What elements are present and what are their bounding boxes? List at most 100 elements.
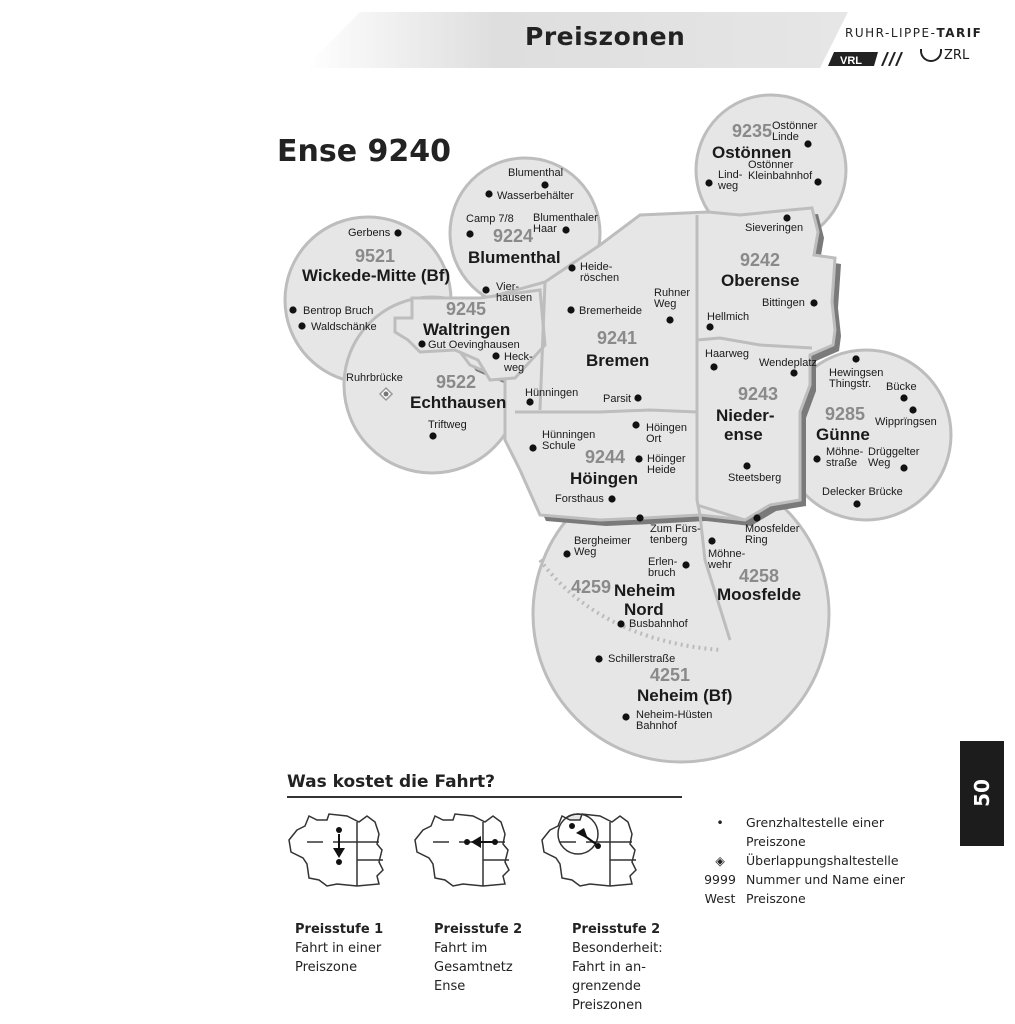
price-level-2-special: Preisstufe 2 Besonderheit: Fahrt in an- … [572,920,702,1015]
stop-dot [853,500,861,508]
stop-label: Ostönner [748,159,794,171]
stop-label: Drüggelter [868,446,920,458]
stop-dot [682,561,690,569]
brand-bold: TARIF [936,26,983,40]
stop-dot [900,394,908,402]
header-band [305,12,848,68]
zone-number: 9235 [732,121,772,141]
brand-ruhr-lippe-tarif: RUHR-LIPPE-TARIF [845,26,982,40]
stop-dot [541,181,549,189]
stop-label: tenberg [650,534,687,546]
border-oberense-west [695,215,702,516]
border-oberense-south [696,336,813,350]
stop-label: Haarweg [705,348,749,360]
stop: Delecker Brücke [822,486,903,508]
stop-label: Höingen [646,422,687,434]
overlap-stop-icon: ◈ [715,853,725,868]
stop-label: Möhne- [826,446,864,458]
stop: Forsthaus [555,493,616,505]
stop: Heck-weg [492,351,533,374]
stop-dot [418,340,426,348]
stop-dot [617,620,625,628]
stop-dot [622,713,630,721]
zrl-ring-icon [920,49,942,62]
stop: Bremerheide [567,305,642,317]
stop: Vier-hausen [482,281,532,304]
stop-dot [666,316,674,324]
zrl-logo: ZRL [920,48,969,63]
waltringen-area [393,288,547,382]
stop-dot [562,226,570,234]
stop-dot [753,514,761,522]
stop-label: Parsit [603,393,631,405]
vrl-logo-text: VRL [840,55,862,66]
stop: Busbahnhof [617,618,689,630]
stop-label: wehr [707,559,732,571]
zone-number: 9285 [825,404,865,424]
stop-label: Hewingsen [829,367,883,379]
price-level-1-title: Preisstufe 1 [295,922,384,937]
section-divider [287,796,682,798]
stop-label: Ruhrbrücke [346,372,403,384]
brand-regular: RUHR-LIPPE- [845,26,937,40]
legend-text: Preiszone [746,834,806,849]
stop: Wendeplatz [759,357,817,377]
stop-dot [298,322,306,330]
legend-text: Nummer und Name einer [746,872,905,887]
stop-dot [632,421,640,429]
price-level-1-line: Preiszone [295,960,358,975]
stop-dot [383,391,389,397]
header-title: Preiszonen [525,22,686,51]
zone-name: Neheim (Bf) [637,686,732,705]
stop: Parsit [603,393,642,405]
stop-label: Hellmich [707,311,749,323]
main-title: Ense 9240 [277,134,451,169]
section-title: Was kostet die Fahrt? [287,772,496,792]
stop-dot [790,369,798,377]
zone-number: 9242 [740,250,780,270]
stop-label: Haar [533,223,557,235]
stop-dot [429,432,437,440]
stop-label: Blumenthal [508,167,563,179]
stop: Gerbens [348,227,402,239]
stop-label: Neheim-Hüsten [636,709,712,721]
stop-label: Sieveringen [745,222,803,234]
stop-dot [708,537,716,545]
legend-number-sample: 9999 [704,872,736,887]
price-level-3-line: grenzende [572,979,641,994]
stop-dot [636,514,644,522]
stop: Hellmich [706,311,749,331]
legend-text: Grenzhaltestelle einer [746,815,885,830]
price-level-2-line: Ense [434,979,466,994]
stop-label: Camp 7/8 [466,213,514,225]
stop: Blumenthal [508,167,563,189]
stop-label: straße [826,457,857,469]
stop-label: Ruhner [654,287,690,299]
zrl-logo-text: ZRL [944,48,970,63]
stop: Bittingen [762,297,818,309]
stop: Camp 7/8 [466,213,514,238]
stop-label: Schule [542,440,576,452]
stop-label: weg [717,180,738,192]
zone-name: Bremen [586,351,649,370]
stop-dot [814,178,822,186]
zone-name: Neheim [614,581,675,600]
legend-name-sample: West [704,891,736,906]
stop: Bentrop Bruch [289,305,373,317]
price-level-2-title: Preisstufe 2 [434,922,523,937]
price-level-3-line: Preiszonen [572,998,643,1013]
stop: Sieveringen [745,214,803,234]
